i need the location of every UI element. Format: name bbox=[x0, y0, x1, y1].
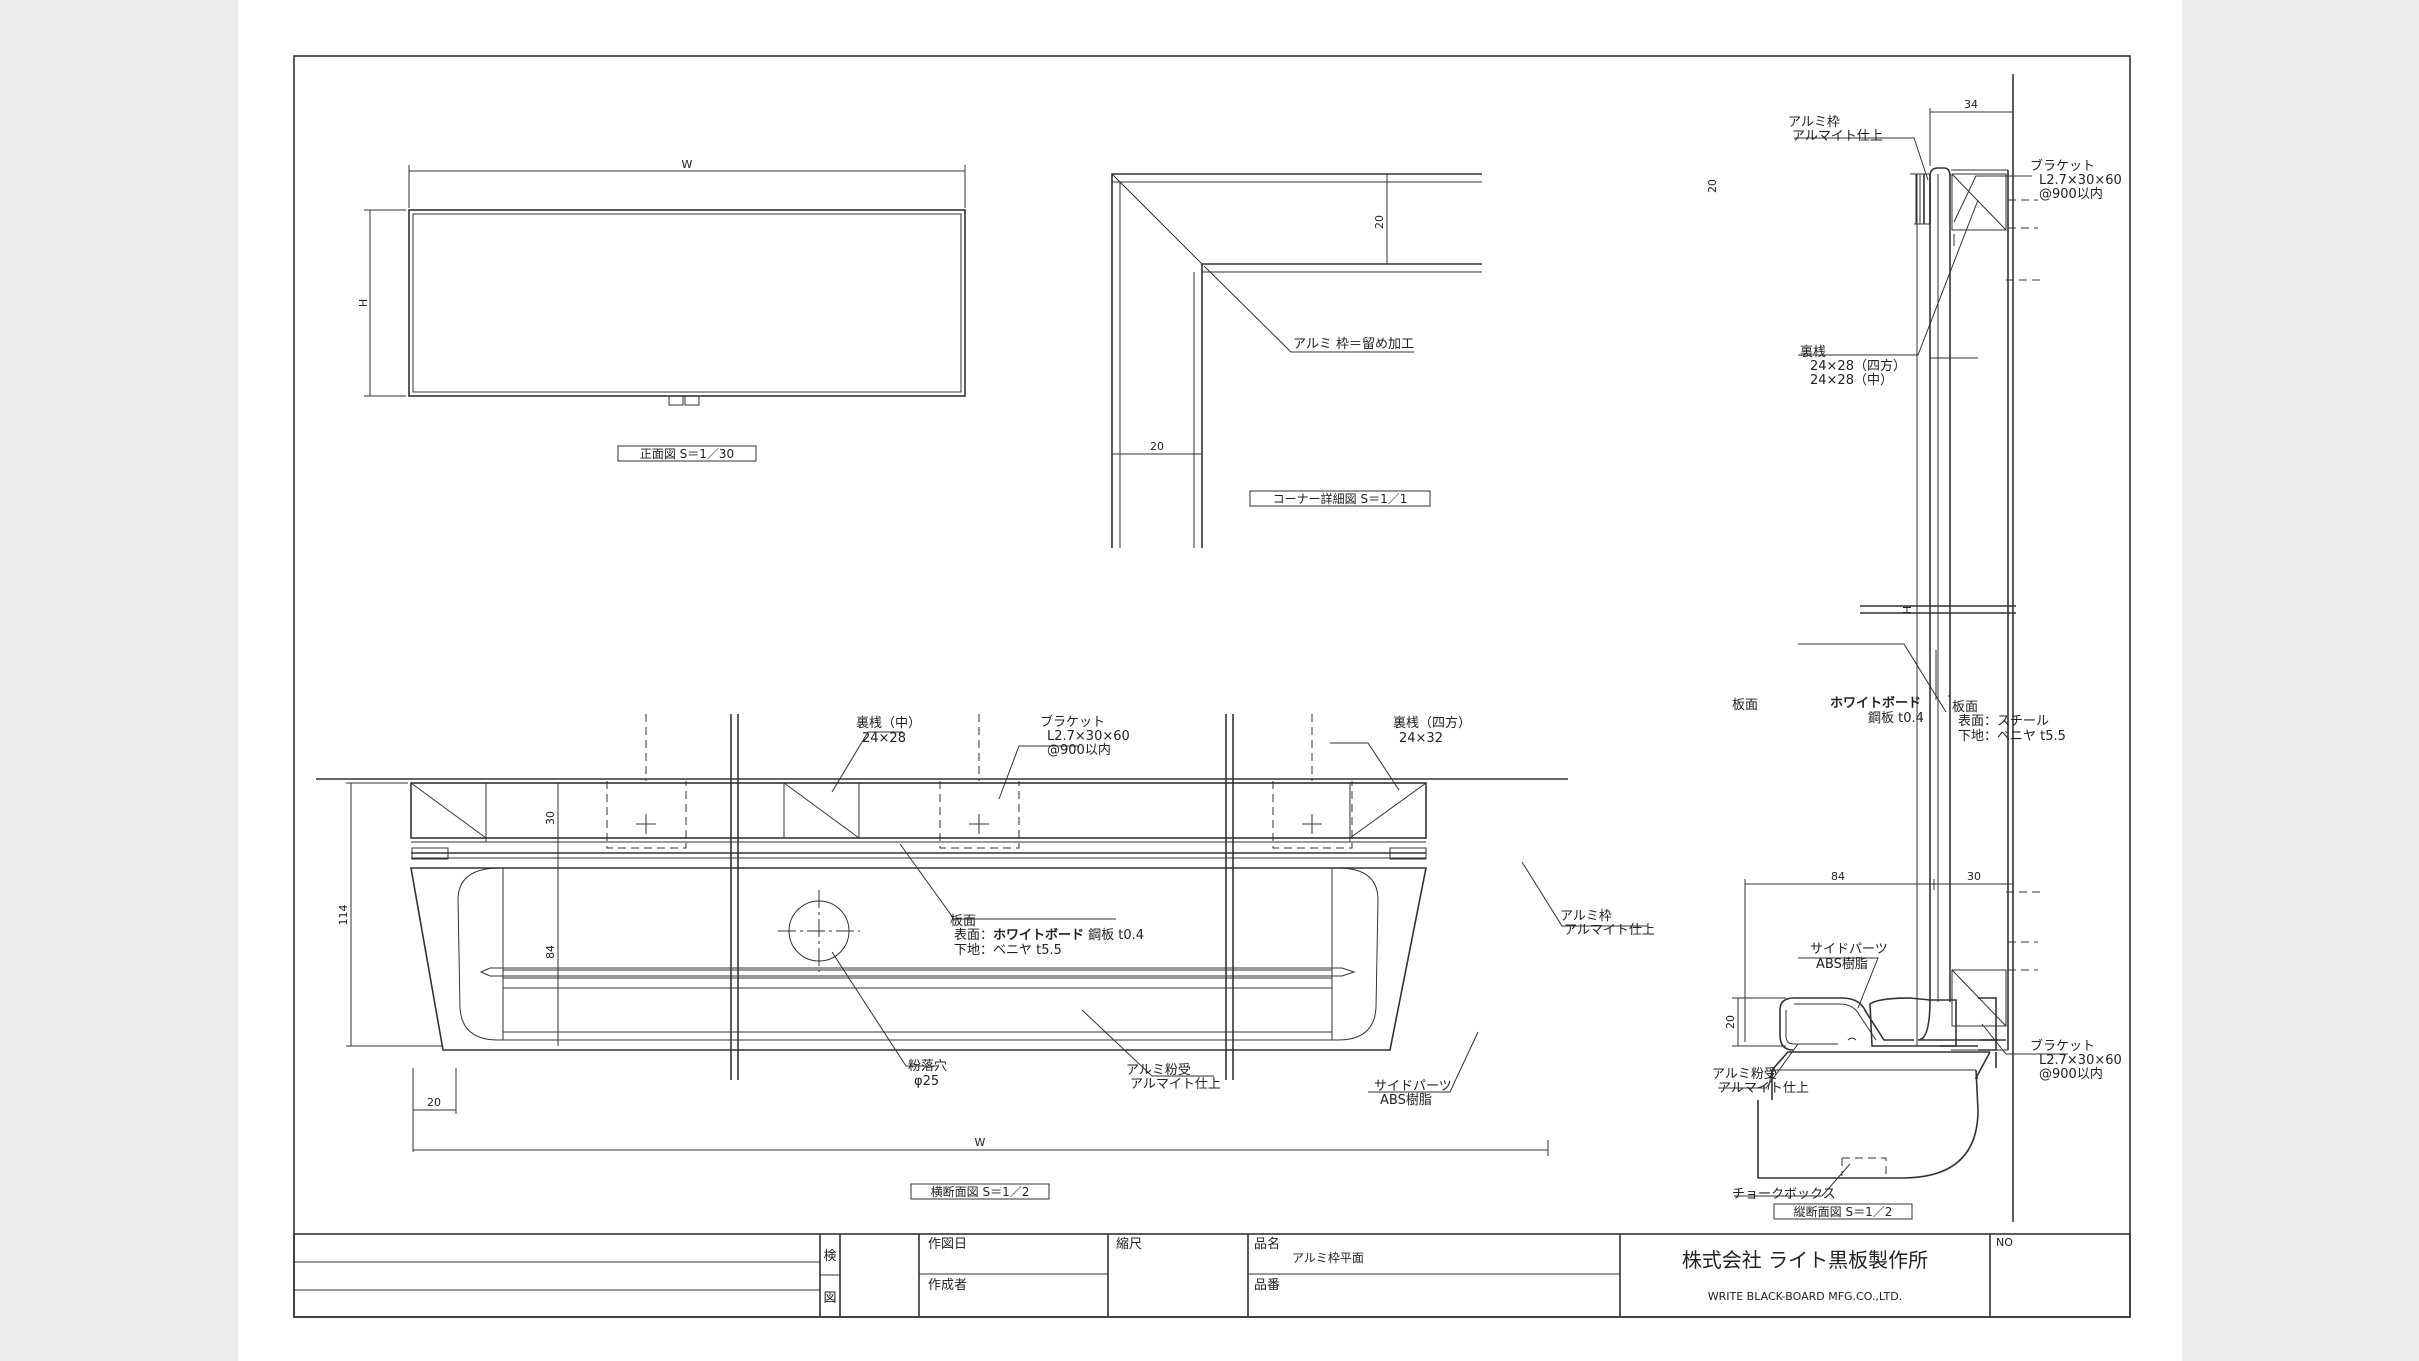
cross-label-hole: 粉落穴 bbox=[908, 1059, 947, 1074]
vertical-label-tray: アルミ粉受 bbox=[1712, 1067, 1777, 1082]
cross-label-urasan-shiho: 裏桟（四方） bbox=[1393, 715, 1471, 731]
technical-drawing: W H 正面図 S＝1／30 20 20 アルミ 枠＝留め加工 コーナー詳細図 … bbox=[293, 55, 2131, 1318]
front-view-tray-clip bbox=[668, 395, 684, 406]
title-sakuseisha: 作成者 bbox=[928, 1278, 967, 1293]
vertical-dim-20-bottom: 20 bbox=[1724, 1015, 1737, 1029]
vertical-label-urasan-naka: 24×28（中） bbox=[1810, 373, 1893, 388]
cross-label-board-base: 下地：ベニヤ t5.5 bbox=[954, 943, 1062, 958]
title-company-en: WRITE BLACK-BOARD MFG.CO.,LTD. bbox=[1708, 1290, 1902, 1303]
front-view-dim-h: H bbox=[357, 299, 370, 307]
vertical-label-frame-finish: アルマイト仕上 bbox=[1792, 129, 1883, 144]
front-view-caption: 正面図 S＝1／30 bbox=[640, 447, 734, 461]
title-no-label: NO bbox=[1996, 1236, 2013, 1249]
cross-dim-30: 30 bbox=[544, 811, 557, 825]
vertical-label-bracket-pitch: @900以内 bbox=[2039, 186, 2103, 202]
drawing-sheet: W H 正面図 S＝1／30 20 20 アルミ 枠＝留め加工 コーナー詳細図 … bbox=[238, 0, 2182, 1361]
corner-detail-caption: コーナー詳細図 S＝1／1 bbox=[1273, 491, 1408, 506]
vertical-label-urasan: 裏桟 bbox=[1800, 345, 1826, 360]
vertical-label-urasan-shiho: 24×28（四方） bbox=[1810, 358, 1906, 374]
cross-label-urasan-naka: 裏桟（中） bbox=[856, 716, 921, 731]
vertical-label-board-base: 下地：ベニヤ t5.5 bbox=[1958, 729, 2066, 744]
cross-label-tray-finish: アルマイト仕上 bbox=[1130, 1077, 1221, 1092]
title-shukushaku: 縮尺 bbox=[1116, 1236, 1142, 1252]
title-block: 検 図 作図日 作成者 縮尺 品名 アルミ枠平面 品番 株式会社 ライト黒板製作… bbox=[293, 1233, 2131, 1318]
front-view-board-inner bbox=[412, 213, 962, 393]
vertical-label-bracket: ブラケット bbox=[2030, 158, 2095, 174]
cross-label-bracket: ブラケット bbox=[1040, 714, 1105, 730]
vertical-label-chalk-box: チョークボックス bbox=[1732, 1187, 1836, 1202]
cross-label-board-surface: 表面：ホワイトボード 鋼板 t0.4 bbox=[954, 927, 1144, 943]
corner-note: アルミ 枠＝留め加工 bbox=[1293, 337, 1414, 352]
vertical-label-frame: アルミ枠 bbox=[1788, 115, 1840, 130]
cross-label-bracket-pitch: @900以内 bbox=[1047, 742, 1111, 758]
vertical-label-board-surface: 表面：スチール bbox=[1958, 714, 2049, 729]
vertical-dim-84: 84 bbox=[1831, 870, 1845, 883]
vertical-label-bracket-size: L2.7×30×60 bbox=[2039, 173, 2122, 188]
title-hinmei-label: 品名 bbox=[1254, 1236, 1280, 1252]
corner-dim-20-horizontal: 20 bbox=[1150, 440, 1164, 453]
vertical-label-board: 板面 bbox=[1952, 700, 1978, 715]
cross-label-urasan-shiho-size: 24×32 bbox=[1399, 731, 1443, 746]
title-kenzu-2: 図 bbox=[823, 1291, 836, 1306]
cross-label-side: サイドパーツ bbox=[1374, 1079, 1452, 1094]
cross-dim-20: 20 bbox=[427, 1096, 441, 1109]
cross-dim-84: 84 bbox=[544, 945, 557, 959]
front-view-tray-clip bbox=[684, 395, 700, 406]
cross-section: 114 30 84 20 W 裏桟（中） 24×28 ブラケット L2.7×30… bbox=[316, 714, 1655, 1200]
vertical-label-bracket2: ブラケット bbox=[2030, 1038, 2095, 1054]
cross-label-urasan-naka-size: 24×28 bbox=[862, 731, 906, 746]
corner-detail: 20 20 アルミ 枠＝留め加工 コーナー詳細図 S＝1／1 bbox=[1111, 173, 1482, 548]
cross-label-side-material: ABS樹脂 bbox=[1380, 1093, 1432, 1108]
vertical-section: 34 H 84 30 20 アルミ枠 アルマイト仕上 ブラケット L2.7×30… bbox=[1712, 74, 2122, 1222]
title-hinmei-value: アルミ枠平面 bbox=[1292, 1251, 1364, 1265]
vertical-label-bracket2-size: L2.7×30×60 bbox=[2039, 1053, 2122, 1068]
vertical-section-caption: 縦断面図 S＝1／2 bbox=[1794, 1204, 1893, 1219]
cross-label-board: 板面 bbox=[950, 914, 976, 929]
cross-dim-w: W bbox=[975, 1136, 986, 1149]
vertical-label-bracket2-pitch: @900以内 bbox=[2039, 1066, 2103, 1082]
front-view-dim-w: W bbox=[682, 158, 693, 171]
title-hinban-label: 品番 bbox=[1254, 1278, 1280, 1293]
cross-label-hole-size: φ25 bbox=[914, 1074, 939, 1089]
cross-label-frame: アルミ枠 bbox=[1560, 909, 1612, 924]
title-kenzu-1: 検 bbox=[823, 1249, 836, 1264]
vertical-dim-h: H bbox=[1901, 606, 1914, 614]
vertical-label-tray-finish: アルマイト仕上 bbox=[1718, 1081, 1809, 1096]
cross-label-tray: アルミ粉受 bbox=[1126, 1063, 1191, 1078]
cross-section-upper-frame bbox=[410, 782, 1427, 839]
title-sakuzubi: 作図日 bbox=[928, 1237, 967, 1252]
vertical-dim-34: 34 bbox=[1964, 98, 1978, 111]
cross-dim-114: 114 bbox=[337, 905, 350, 926]
corner-dim-20-vertical: 20 bbox=[1373, 215, 1386, 229]
front-view-board-outer bbox=[408, 209, 966, 397]
drawing-border bbox=[293, 55, 2131, 1318]
cross-label-frame-finish: アルマイト仕上 bbox=[1564, 923, 1655, 938]
title-company-jp: 株式会社 ライト黒板製作所 bbox=[1682, 1248, 1928, 1272]
cross-section-caption: 横断面図 S＝1／2 bbox=[931, 1184, 1030, 1199]
vertical-dim-30: 30 bbox=[1967, 870, 1981, 883]
front-view: W H 正面図 S＝1／30 bbox=[357, 158, 966, 462]
cross-label-bracket-size: L2.7×30×60 bbox=[1047, 729, 1130, 744]
